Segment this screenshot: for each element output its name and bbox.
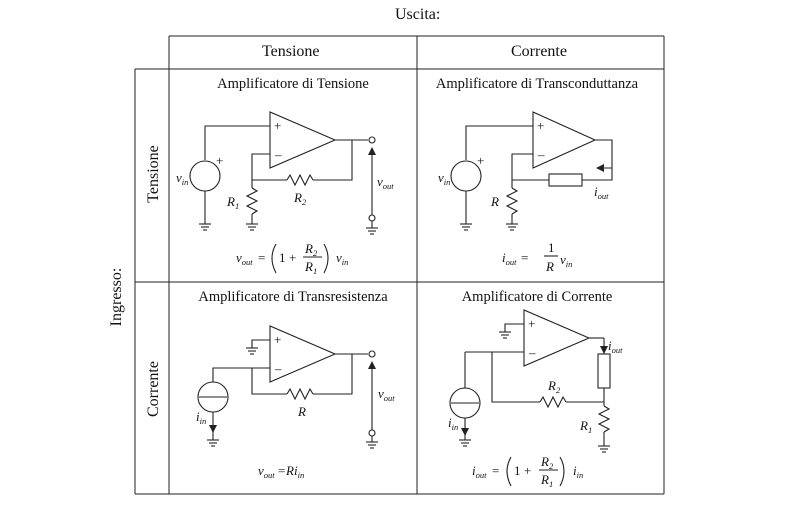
svg-text:R: R (490, 194, 499, 209)
svg-text:+: + (216, 153, 223, 168)
transconductance-amplifier-circuit: + – + vin R iout (438, 111, 613, 231)
svg-text:vout: vout (258, 463, 275, 480)
svg-text:R2: R2 (540, 454, 554, 471)
output-axis-label: Uscita: (395, 6, 441, 23)
svg-text:–: – (528, 345, 536, 360)
svg-text:+: + (524, 463, 531, 478)
svg-text:+: + (477, 153, 484, 168)
svg-text:vin: vin (336, 250, 348, 267)
transresistance-amplifier-circuit: + – iin R vout (196, 325, 395, 449)
svg-text:1: 1 (514, 463, 521, 478)
svg-text:R2: R2 (547, 378, 561, 395)
svg-text:+: + (528, 316, 535, 331)
svg-text:vin: vin (560, 252, 572, 269)
cell-title-transresistance-amplifier: Amplificatore di Transresistenza (198, 289, 388, 305)
formula-transconductance-amplifier: iout = 1 R vin (502, 240, 572, 274)
svg-text:–: – (537, 147, 545, 162)
svg-text:vin: vin (438, 170, 450, 187)
cell-title-transconductance-amplifier: Amplificatore di Transconduttanza (435, 76, 639, 92)
svg-text:vin: vin (176, 170, 188, 187)
svg-text:+: + (274, 332, 281, 347)
svg-text:1: 1 (279, 250, 286, 265)
svg-text:iin: iin (196, 409, 206, 426)
svg-text:iout: iout (502, 250, 517, 267)
svg-text:R1: R1 (226, 194, 239, 211)
svg-text:R: R (545, 259, 554, 274)
svg-text:vout: vout (377, 174, 394, 191)
formula-current-amplifier: iout = 1 + R2 R1 iin (472, 454, 583, 489)
svg-text:R2: R2 (293, 190, 307, 207)
svg-text:+: + (289, 250, 296, 265)
svg-text:R: R (297, 404, 306, 419)
svg-text:=: = (521, 250, 528, 265)
svg-text:1: 1 (548, 240, 555, 255)
svg-text:R1: R1 (304, 259, 317, 276)
svg-text:vout: vout (236, 250, 253, 267)
svg-text:iout: iout (472, 463, 487, 480)
svg-text:iout: iout (608, 338, 623, 355)
svg-text:R2: R2 (304, 241, 318, 258)
svg-text:iin: iin (573, 463, 583, 480)
svg-text:R1: R1 (579, 418, 592, 435)
svg-text:Riin: Riin (285, 463, 304, 480)
formula-transresistance-amplifier: vout = Riin (258, 463, 304, 480)
column-header-voltage: Tensione (262, 43, 320, 60)
svg-text:+: + (537, 118, 544, 133)
svg-text:=: = (492, 463, 499, 478)
current-amplifier-circuit: + – iin iout R2 R1 (448, 309, 623, 453)
formula-voltage-amplifier: vout = 1 + R2 R1 vin (236, 241, 348, 276)
svg-text:R1: R1 (540, 472, 553, 489)
cell-title-current-amplifier: Amplificatore di Corrente (461, 289, 613, 305)
table-grid (134, 35, 665, 495)
column-header-current: Corrente (511, 43, 567, 60)
svg-text:=: = (258, 250, 265, 265)
svg-text:–: – (274, 361, 282, 376)
svg-text:vout: vout (378, 386, 395, 403)
voltage-amplifier-circuit: + – + vin R1 R2 vout (176, 111, 394, 235)
svg-text:=: = (278, 463, 285, 478)
svg-text:+: + (274, 118, 281, 133)
svg-text:iin: iin (448, 415, 458, 432)
svg-text:–: – (274, 147, 282, 162)
svg-text:iout: iout (594, 184, 609, 201)
cell-title-voltage-amplifier: Amplificatore di Tensione (217, 76, 369, 92)
